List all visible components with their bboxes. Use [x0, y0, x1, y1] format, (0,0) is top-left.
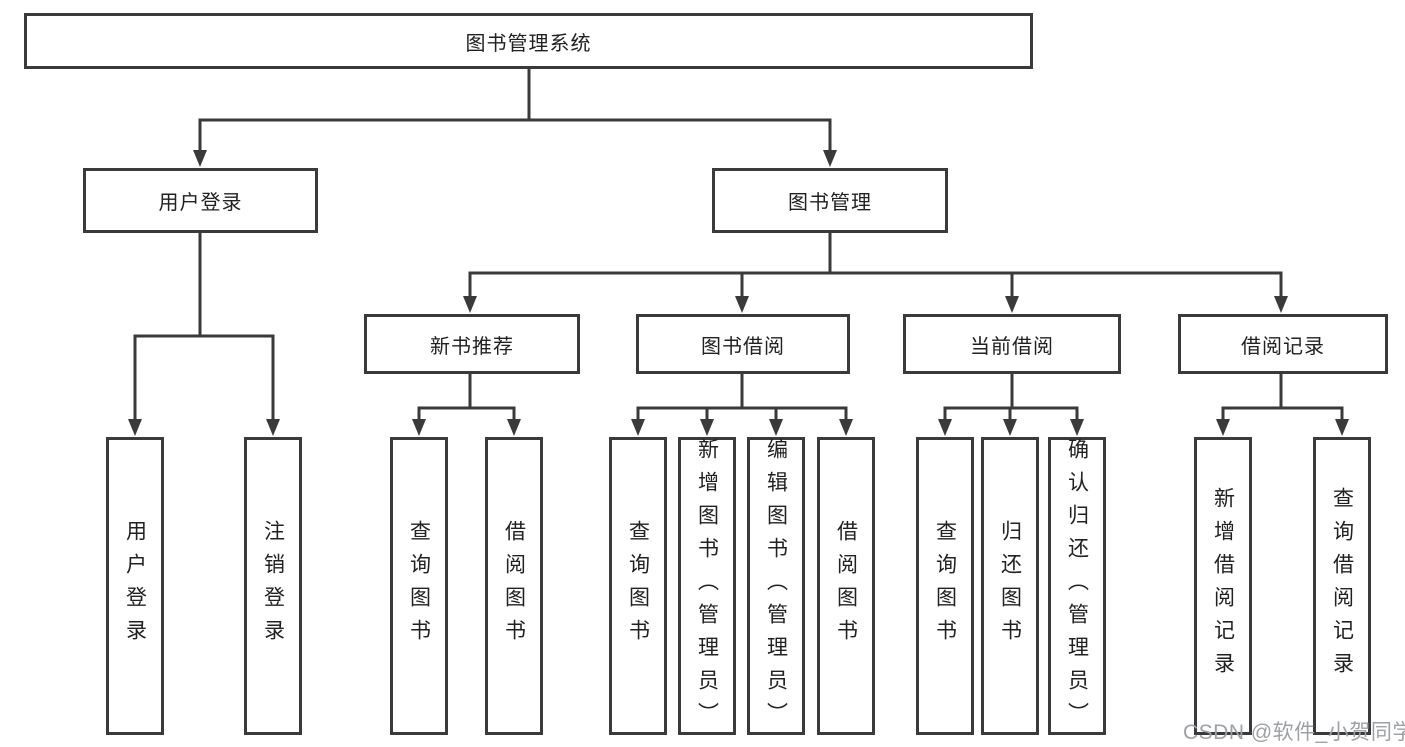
node-root: 图书管理系统	[24, 13, 1033, 69]
node-leaf-label: 查询图书	[933, 520, 957, 652]
node-leaf-add-books-admin: 新增图书（管理员）	[678, 437, 736, 735]
connector-book-borrow-to-leaves	[631, 374, 853, 436]
node-leaf-label: 查询借阅记录	[1330, 487, 1354, 685]
connector-root-to-level2	[193, 69, 837, 167]
node-leaf-label: 用户登录	[123, 520, 147, 652]
connector-borrow-records-to-leaves	[1216, 374, 1349, 436]
node-book-management: 图书管理	[712, 168, 948, 233]
node-leaf-confirm-return-admin: 确认归还（管理员）	[1048, 437, 1106, 735]
node-leaf-label: 新增借阅记录	[1211, 487, 1235, 685]
node-current-borrow: 当前借阅	[903, 314, 1121, 374]
connector-current-borrow-to-leaves	[938, 374, 1084, 436]
node-leaf-label: 注销登录	[261, 520, 285, 652]
node-leaf-add-borrow-record: 新增借阅记录	[1194, 437, 1252, 735]
connector-new-book-recommend-to-leaves	[412, 374, 521, 436]
connector-book-management-to-level3	[463, 233, 1288, 313]
node-leaf-borrow-books-recommend: 借阅图书	[485, 437, 543, 735]
csdn-watermark: CSDN @软件_小贺同学	[1183, 721, 1405, 744]
node-leaf-label: 借阅图书	[502, 520, 526, 652]
node-book-management-label: 图书管理	[788, 192, 872, 214]
node-leaf-label: 借阅图书	[834, 520, 858, 652]
node-borrow-records-label: 借阅记录	[1241, 335, 1325, 358]
node-new-book-recommend: 新书推荐	[364, 314, 580, 374]
node-leaf-label: 确认归还（管理员）	[1065, 437, 1089, 735]
node-leaf-edit-books-admin: 编辑图书（管理员）	[747, 437, 805, 735]
node-leaf-logout: 注销登录	[244, 437, 302, 735]
node-leaf-label: 归还图书	[998, 520, 1022, 652]
node-current-borrow-label: 当前借阅	[970, 335, 1054, 358]
node-leaf-return-books: 归还图书	[981, 437, 1039, 735]
node-borrow-records: 借阅记录	[1178, 314, 1388, 374]
node-leaf-user-login: 用户登录	[106, 437, 164, 735]
node-leaf-query-borrow-record: 查询借阅记录	[1313, 437, 1371, 735]
node-leaf-query-books-current: 查询图书	[916, 437, 974, 735]
node-new-book-recommend-label: 新书推荐	[430, 335, 514, 358]
node-book-borrow: 图书借阅	[636, 314, 850, 374]
node-leaf-label: 查询图书	[626, 520, 650, 652]
node-user-login-label: 用户登录	[158, 192, 243, 214]
node-user-login: 用户登录	[83, 168, 318, 233]
node-leaf-query-books-borrow: 查询图书	[609, 437, 667, 735]
node-leaf-label: 查询图书	[407, 520, 431, 652]
node-leaf-borrow-books: 借阅图书	[817, 437, 875, 735]
node-leaf-label: 编辑图书（管理员）	[764, 437, 788, 735]
node-leaf-query-books-recommend: 查询图书	[390, 437, 448, 735]
connector-user-login-to-leaves	[128, 233, 280, 436]
node-leaf-label: 新增图书（管理员）	[695, 437, 719, 735]
node-root-label: 图书管理系统	[465, 32, 592, 55]
node-book-borrow-label: 图书借阅	[701, 335, 785, 358]
